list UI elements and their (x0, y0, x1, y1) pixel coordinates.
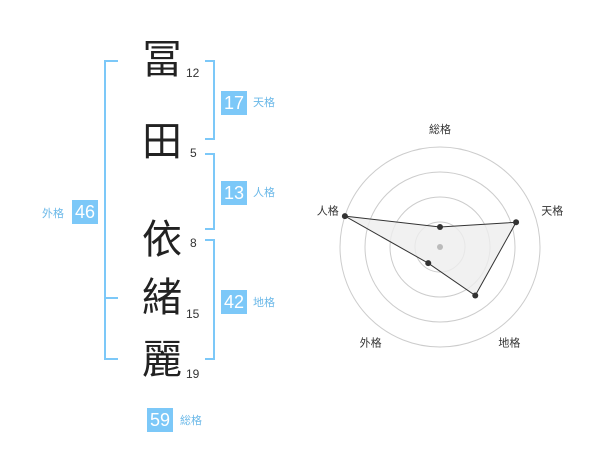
outer-bracket-mid (104, 297, 118, 299)
jinkaku-value: 13 (221, 181, 247, 205)
jinkaku-bracket-line (213, 153, 215, 230)
tenkaku-bracket-line (213, 60, 215, 140)
tenkaku-value: 17 (221, 91, 247, 115)
chikaku-bracket-line (213, 239, 215, 360)
stroke-count-4: 15 (186, 307, 200, 321)
name-char-4: 緒 (142, 275, 182, 321)
radar-point-5 (341, 213, 348, 220)
stroke-count-2: 5 (190, 146, 197, 160)
outer-bracket-bottom (104, 358, 118, 360)
radar-axis-label-2: 天格 (541, 204, 563, 218)
jinkaku-bracket-bottom (205, 228, 215, 230)
outer-bracket-line (104, 60, 106, 360)
jinkaku-label: 人格 (253, 186, 275, 199)
radar-point-1 (437, 224, 443, 230)
gaikaku-value: 46 (72, 200, 98, 224)
radar-point-3 (472, 292, 479, 299)
jinkaku-bracket-top (205, 153, 215, 155)
tenkaku-bracket-bottom (205, 138, 215, 140)
radar-axis-label-1: 総格 (429, 122, 451, 136)
radar-center (437, 244, 443, 250)
soukaku-label: 総格 (180, 414, 202, 427)
outer-bracket-top (104, 60, 118, 62)
radar-polygon (344, 215, 517, 297)
radar-axis-label-4: 外格 (360, 335, 382, 349)
radar-ring (339, 146, 541, 348)
stroke-count-1: 12 (186, 66, 200, 80)
soukaku-value: 59 (147, 408, 173, 432)
radar-point-4 (425, 260, 432, 267)
chikaku-bracket-bottom (205, 358, 215, 360)
tenkaku-label: 天格 (253, 96, 275, 109)
chikaku-bracket-top (205, 239, 215, 241)
name-char-3: 依 (142, 217, 182, 263)
tenkaku-bracket-top (205, 60, 215, 62)
radar-axis-label-5: 人格 (317, 204, 339, 218)
radar-point-2 (513, 219, 520, 226)
radar-ring (364, 171, 516, 323)
gaikaku-label: 外格 (42, 207, 64, 220)
stroke-count-3: 8 (190, 236, 197, 250)
stroke-count-5: 19 (186, 367, 200, 381)
radar-axis-label-3: 地格 (498, 335, 520, 349)
chikaku-value: 42 (221, 290, 247, 314)
name-char-2: 田 (142, 119, 182, 165)
name-char-1: 冨 (142, 37, 182, 83)
name-char-5: 麗 (142, 337, 182, 383)
chikaku-label: 地格 (253, 296, 275, 309)
